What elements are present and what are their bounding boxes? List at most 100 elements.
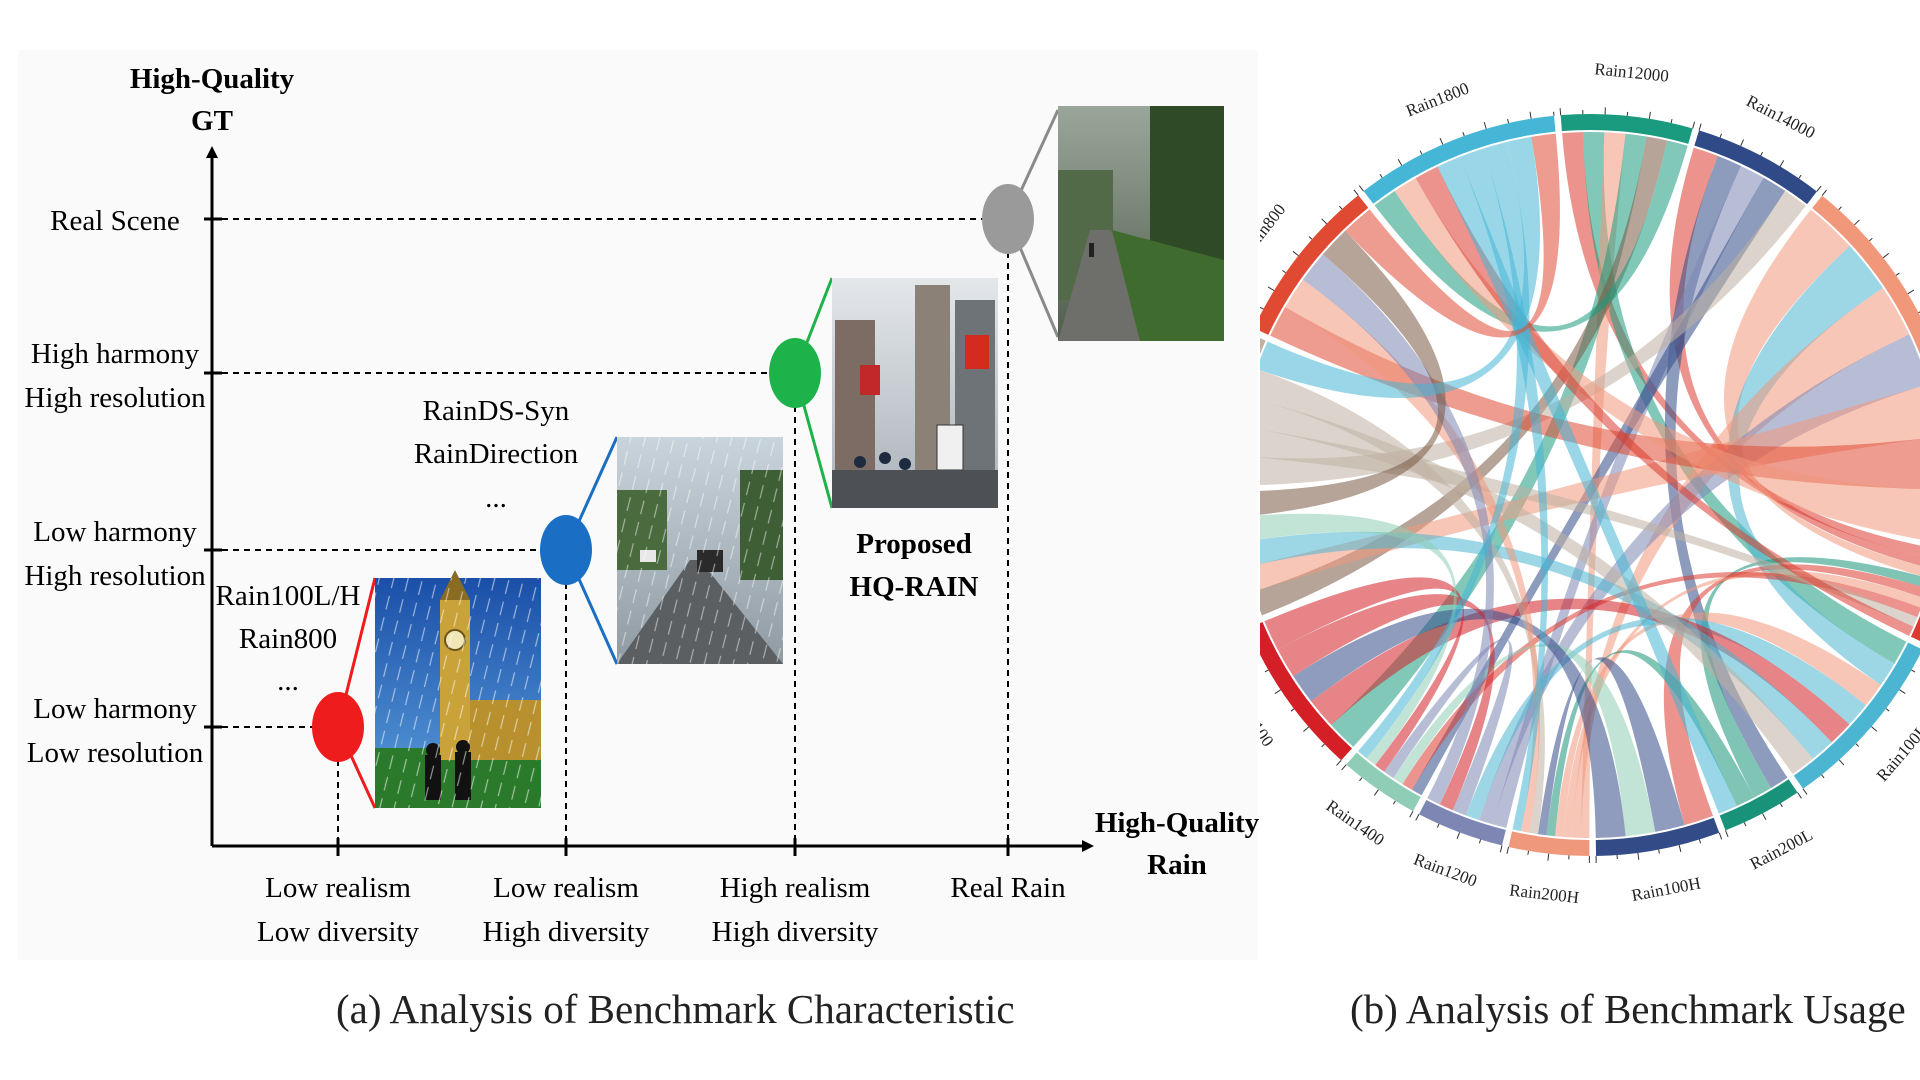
y-level-label: High harmony [31, 338, 200, 370]
marker-blue [540, 515, 592, 585]
segment-label-rain1800: Rain1800 [1403, 79, 1471, 121]
photo-city-hq-rain [832, 278, 998, 508]
x-axis-title-line1: High-Quality [1095, 807, 1260, 839]
segment-tick [1353, 189, 1359, 196]
x-axis-title-line2: Rain [1147, 849, 1207, 881]
caption-panel-a: (a) Analysis of Benchmark Characteristic [336, 986, 1015, 1032]
segment-label-rain200l: Rain200L [1747, 825, 1816, 873]
segment-tick [1507, 119, 1509, 124]
group-label: RainDS-Syn [423, 395, 570, 427]
chord-link [1723, 209, 1920, 576]
chord-link [1492, 165, 1764, 828]
caption-panel-b: (b) Analysis of Benchmark Usage [1350, 986, 1906, 1032]
segment-arc-rain200h [1508, 831, 1590, 856]
y-level-label: Real Scene [50, 205, 180, 237]
benchmark-usage-chord-diagram: Rain12000Rain14000Rain13KRain12Rain100LR… [1260, 59, 1920, 907]
segment-tick [1338, 205, 1343, 210]
segment-tick [1855, 743, 1860, 747]
chord-links [1260, 132, 1920, 838]
chord-link [1572, 287, 1910, 838]
segment-tick [1321, 218, 1327, 225]
segment-tick [1260, 306, 1264, 310]
y-level-label: High resolution [24, 560, 206, 592]
segment-tick [1882, 252, 1890, 259]
segment-tick [1436, 823, 1440, 828]
chord-link [1394, 178, 1920, 540]
segment-tick [1899, 689, 1906, 695]
segment-tick [1267, 286, 1275, 291]
chord-link [1384, 638, 1513, 816]
segment-arc-rain12 [1910, 615, 1920, 642]
segment-tick [1816, 185, 1822, 192]
segment-tick [1274, 689, 1281, 695]
segment-arc-rain100h [1595, 817, 1720, 856]
segment-label-test100: Test100 [1260, 695, 1277, 750]
chord-link [1264, 577, 1464, 772]
segment-tick [1692, 121, 1696, 129]
segment-arcs [1260, 107, 1920, 864]
y-level-label: Low harmony [33, 516, 197, 548]
segment-tick [1797, 792, 1802, 799]
segment-tick [1854, 219, 1860, 226]
segment-tick [1743, 822, 1747, 827]
segment-tick [1719, 133, 1722, 138]
segment-tick [1397, 159, 1403, 166]
segment-tick [1527, 850, 1530, 855]
segment-tick [1456, 832, 1461, 840]
x-level-label: Real Rain [950, 872, 1066, 904]
chord-link [1460, 148, 1549, 832]
chord-link [1479, 334, 1920, 825]
segment-tick [1658, 849, 1660, 854]
segment-tick [1336, 759, 1342, 766]
chord-link [1374, 140, 1688, 332]
segment-label-rain12000: Rain12000 [1594, 59, 1670, 85]
segment-arc-rain1800 [1363, 115, 1556, 204]
segment-tick [1740, 139, 1744, 147]
segment-tick [1409, 810, 1414, 818]
x-level-label: High realism [720, 872, 871, 904]
segment-tick [1415, 813, 1420, 821]
segment-tick [1419, 150, 1423, 155]
segment-tick [1483, 121, 1487, 129]
chord-link [1411, 177, 1786, 796]
segment-tick [1838, 759, 1845, 766]
segment-tick [1670, 118, 1673, 124]
segment-tick [1698, 839, 1702, 844]
chord-link [1270, 306, 1920, 490]
segment-tick [1439, 137, 1444, 145]
segment-label-rain1200: Rain1200 [1411, 850, 1480, 891]
segment-tick [1911, 669, 1916, 673]
group-label: Proposed [856, 528, 971, 560]
segment-tick [1321, 743, 1325, 748]
segment-label-rain100l: Rain100L [1873, 721, 1920, 785]
segment-tick [1499, 845, 1503, 853]
chord-link [1537, 657, 1685, 836]
chord-link [1546, 650, 1755, 837]
segment-tick [1379, 174, 1383, 178]
x-level-label: Low realism [265, 872, 411, 904]
segment-tick [1838, 206, 1842, 211]
segment-tick [1802, 788, 1808, 795]
segment-tick [1718, 832, 1723, 840]
segment-tick [1264, 669, 1269, 673]
group-label: RainDirection [414, 438, 579, 470]
chord-link [1663, 564, 1920, 826]
segment-arc-rain200l [1719, 779, 1798, 831]
segment-tick [1547, 853, 1550, 861]
y-level-label: Low harmony [33, 693, 197, 725]
segment-tick [1907, 289, 1915, 295]
chord-link [1277, 594, 1495, 811]
x-level-label: Low realism [493, 872, 639, 904]
group-label: Rain800 [239, 623, 337, 655]
segment-tick [1559, 108, 1562, 116]
segment-tick [1779, 160, 1785, 167]
segment-tick [1725, 830, 1729, 838]
segment-tick [1885, 708, 1890, 712]
group-label: HQ-RAIN [850, 571, 979, 603]
segment-tick [1358, 185, 1364, 192]
segment-tick [1648, 111, 1651, 119]
segment-arc-rain800 [1260, 195, 1369, 335]
photo-big-ben [375, 570, 541, 808]
segment-tick [1308, 236, 1313, 240]
segment-arc-rain12000 [1560, 113, 1693, 144]
